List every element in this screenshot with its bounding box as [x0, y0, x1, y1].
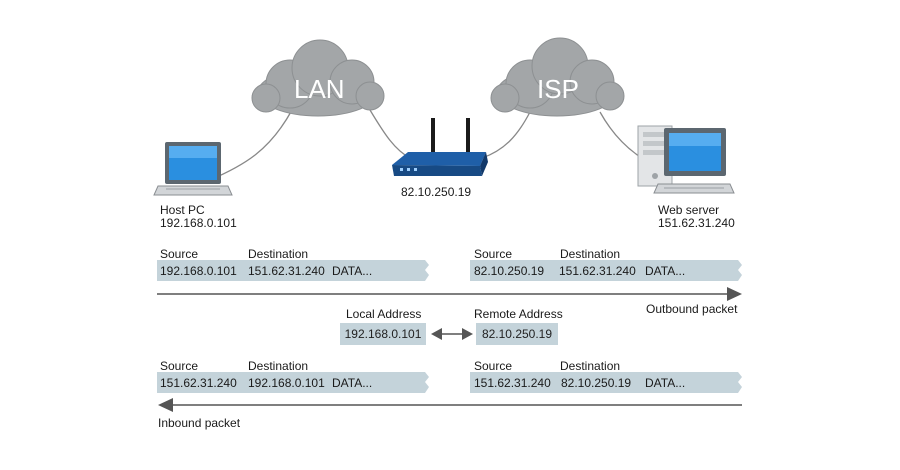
inbound-left-packet: 151.62.31.240 192.168.0.101 DATA... [157, 372, 433, 393]
link-lan-router [369, 109, 411, 159]
inbound-right-source: 151.62.31.240 [474, 376, 551, 390]
outbound-left-data: DATA... [332, 264, 373, 278]
lan-cloud-label: LAN [294, 74, 345, 104]
packet-strip-shape [470, 372, 742, 393]
outbound-right-source: 82.10.250.19 [474, 264, 545, 278]
inbound-arrow [158, 398, 742, 412]
web-server-ip: 151.62.31.240 [658, 216, 735, 230]
outbound-left-source-label: Source [160, 247, 199, 261]
inbound-left-destination-label: Destination [248, 359, 309, 373]
host-pc-ip: 192.168.0.101 [160, 216, 237, 230]
outbound-left-destination-label: Destination [248, 247, 309, 261]
laptop-icon [153, 142, 233, 196]
link-router-isp [481, 111, 531, 159]
packet-strip-shape [157, 372, 429, 393]
outbound-left-packet: 192.168.0.101 151.62.31.240 DATA... [157, 260, 433, 281]
outbound-right-packet: 82.10.250.19 151.62.31.240 DATA... [470, 260, 745, 281]
lan-cloud-icon [251, 39, 385, 117]
inbound-left-source: 151.62.31.240 [160, 376, 237, 390]
outbound-right-destination-label: Destination [560, 247, 621, 261]
outbound-packet-label: Outbound packet [646, 302, 738, 316]
outbound-arrow [157, 287, 742, 301]
inbound-packet-label: Inbound packet [158, 416, 241, 430]
inbound-left-data: DATA... [332, 376, 373, 390]
inbound-right-destination-label: Destination [560, 359, 621, 373]
packet-strip-shape [157, 260, 429, 281]
nat-local-address: 192.168.0.101 [340, 323, 426, 345]
outbound-right-source-label: Source [474, 247, 513, 261]
outbound-left-destination: 151.62.31.240 [248, 264, 325, 278]
outbound-right-destination: 151.62.31.240 [559, 264, 636, 278]
inbound-right-data: DATA... [645, 376, 686, 390]
router-ip: 82.10.250.19 [401, 185, 472, 199]
outbound-left-source: 192.168.0.101 [160, 264, 237, 278]
inbound-right-source-label: Source [474, 359, 513, 373]
nat-remote-address: 82.10.250.19 [476, 323, 558, 345]
router-icon [392, 118, 488, 176]
link-host-lan [209, 109, 293, 181]
inbound-right-packet: 151.62.31.240 82.10.250.19 DATA... [470, 372, 745, 393]
inbound-left-destination: 192.168.0.101 [248, 376, 325, 390]
inbound-right-destination: 82.10.250.19 [561, 376, 632, 390]
outbound-right-data: DATA... [645, 264, 686, 278]
nat-double-arrow [431, 328, 473, 340]
isp-cloud-label: ISP [537, 74, 579, 104]
nat-remote-label: Remote Address [474, 307, 563, 321]
isp-cloud-icon [490, 37, 625, 117]
host-pc-name: Host PC [160, 203, 205, 217]
web-server-icon [637, 125, 735, 194]
nat-local-label: Local Address [346, 307, 422, 321]
inbound-left-source-label: Source [160, 359, 199, 373]
packet-strip-shape [470, 260, 742, 281]
web-server-name: Web server [658, 203, 720, 217]
